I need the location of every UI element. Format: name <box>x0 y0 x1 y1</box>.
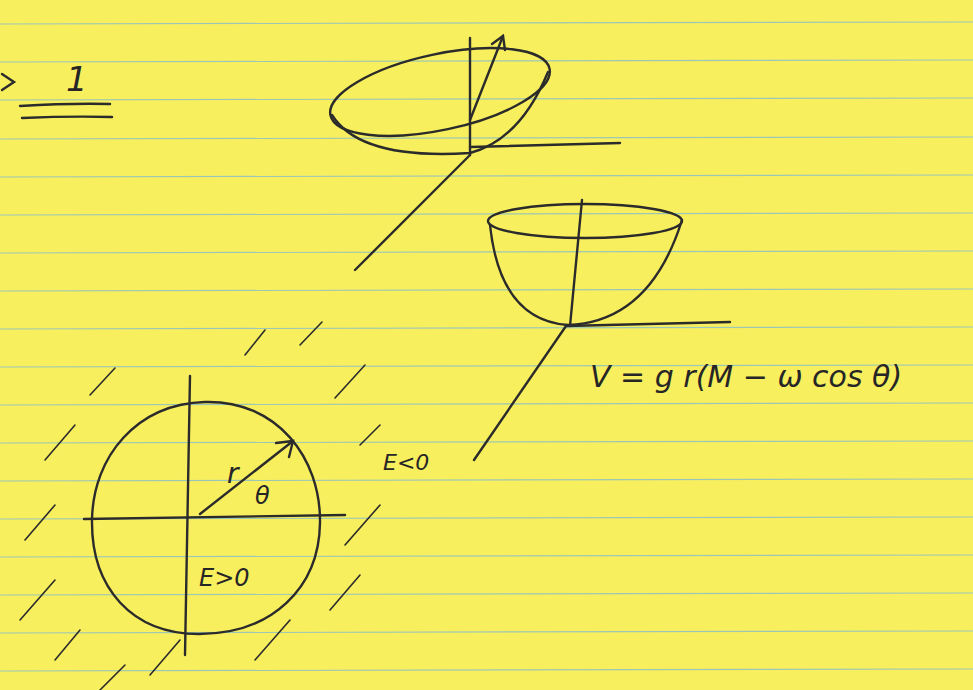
sketch-label: r <box>227 460 239 488</box>
sketch-label: θ <box>255 484 270 508</box>
problem-number: 1 <box>66 62 88 96</box>
circle-outline <box>87 398 325 638</box>
ruled-lines <box>0 22 973 671</box>
sketch-label: E>0 <box>199 566 250 590</box>
pencil-strokes <box>2 32 730 690</box>
energy-label: E<0 <box>383 452 429 474</box>
potential-formula: V = g r(M − ω cos θ) <box>590 362 902 392</box>
region-circle: rθE>0 <box>87 398 325 638</box>
